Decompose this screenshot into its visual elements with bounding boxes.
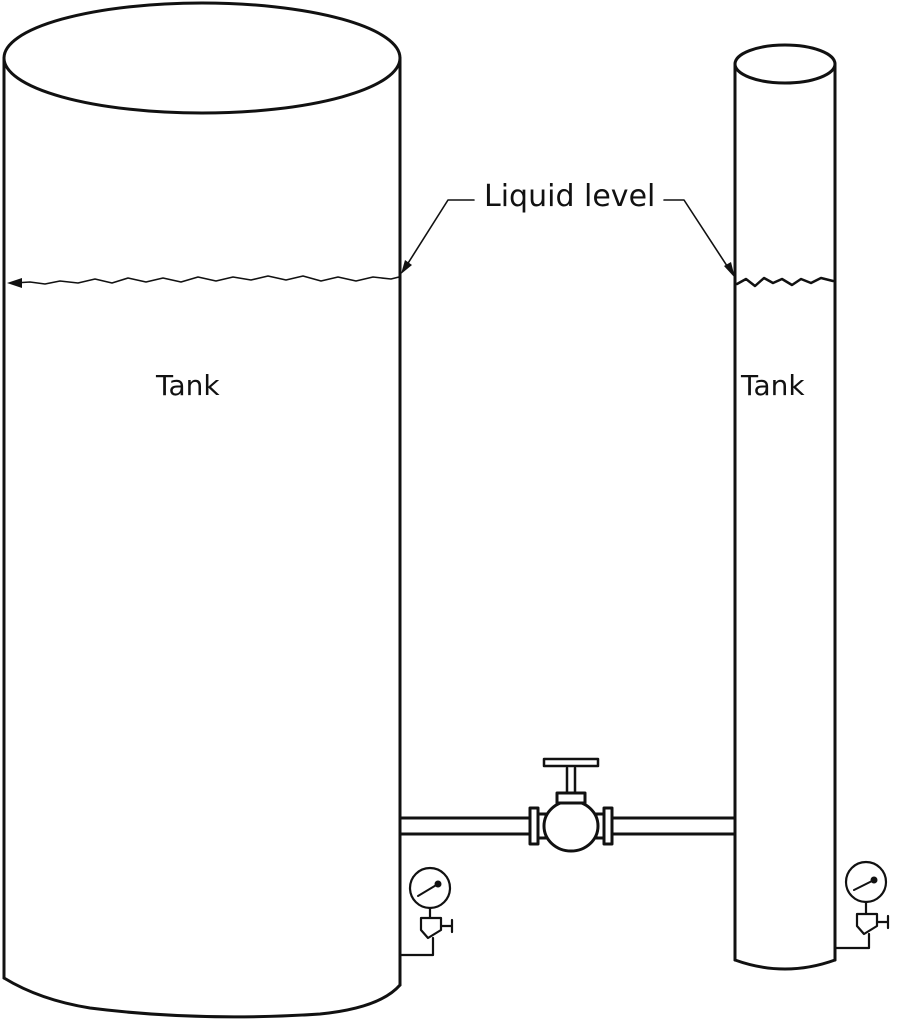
liquid-level-leaders bbox=[401, 199, 735, 278]
pressure-gauge-small-tank bbox=[833, 860, 890, 950]
gauge-valve-handle bbox=[875, 914, 890, 930]
large-tank-label: Tank bbox=[156, 369, 220, 402]
leader-arrowhead-small bbox=[724, 262, 735, 278]
gauge-valve-handle bbox=[439, 918, 454, 934]
leader-to-small-tank bbox=[663, 199, 732, 273]
liquid-level-label: Liquid level bbox=[482, 179, 658, 214]
valve-bonnet bbox=[555, 791, 587, 805]
gauge-needle bbox=[417, 883, 439, 897]
small-tank-top bbox=[733, 43, 837, 85]
large-tank-level-arrowhead bbox=[7, 278, 22, 288]
gauge-pipe bbox=[833, 932, 871, 950]
leader-arrowhead-large bbox=[401, 260, 412, 274]
gauge-needle bbox=[853, 879, 875, 891]
gauge-needle-hub bbox=[870, 876, 878, 884]
gauge-pipe bbox=[398, 936, 435, 957]
valve-body bbox=[542, 799, 600, 853]
gauge-dial bbox=[844, 860, 888, 904]
large-tank-bottom bbox=[2, 976, 402, 1019]
large-tank-liquid-line bbox=[13, 275, 400, 285]
pressure-gauge-large-tank bbox=[398, 866, 454, 957]
small-tank bbox=[733, 43, 837, 971]
gate-valve bbox=[528, 757, 614, 853]
valve-handwheel bbox=[542, 757, 600, 768]
small-tank-liquid-line bbox=[735, 276, 835, 288]
large-tank-top bbox=[2, 1, 402, 115]
large-tank-liquid-surface bbox=[7, 275, 400, 288]
gauge-needle-hub bbox=[434, 880, 442, 888]
gauge-valve-body bbox=[419, 916, 443, 940]
leader-to-large-tank bbox=[404, 199, 475, 269]
small-tank-bottom bbox=[733, 958, 837, 971]
gauge-valve-body bbox=[855, 912, 879, 936]
large-tank bbox=[2, 1, 402, 1019]
small-tank-label: Tank bbox=[741, 369, 805, 402]
